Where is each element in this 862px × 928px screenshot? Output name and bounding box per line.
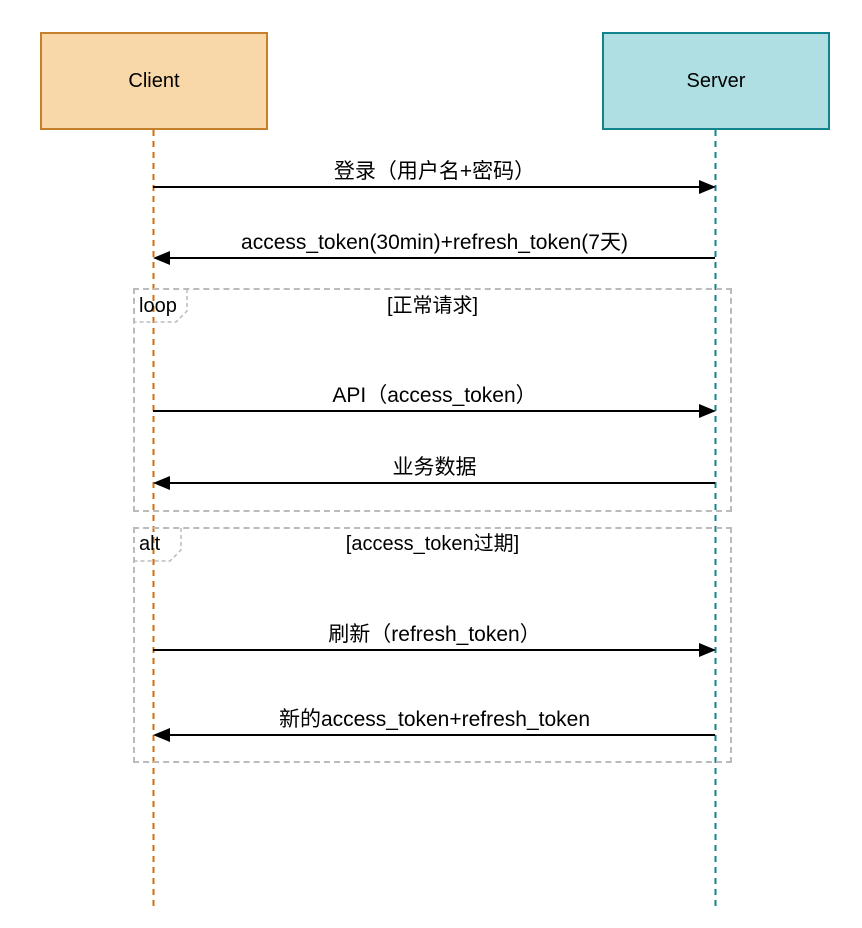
message-tokens-label: access_token(30min)+refresh_token(7天) bbox=[241, 231, 628, 254]
loop-fragment bbox=[133, 288, 732, 512]
message-new-tokens-arrow bbox=[153, 728, 715, 742]
message-business-data-arrow bbox=[153, 476, 715, 490]
message-refresh-label: 刷新（refresh_token） bbox=[328, 623, 541, 646]
alt-condition-label: [access_token过期] bbox=[345, 533, 520, 555]
alt-fragment bbox=[133, 527, 732, 763]
alt-operator-label: alt bbox=[139, 533, 161, 555]
actor-server-box: Server bbox=[602, 32, 830, 130]
loop-operator-label: loop bbox=[139, 295, 177, 317]
actor-client-box: Client bbox=[40, 32, 268, 130]
message-api-label: API（access_token） bbox=[332, 384, 537, 407]
message-login-arrow bbox=[153, 180, 716, 194]
message-login-label: 登录（用户名+密码） bbox=[333, 160, 536, 183]
message-tokens-arrow bbox=[153, 251, 715, 265]
loop-condition-label: [正常请求] bbox=[386, 295, 479, 317]
message-new-tokens-label: 新的access_token+refresh_token bbox=[278, 708, 591, 731]
message-api-arrow bbox=[153, 404, 716, 418]
loop-operator-box-outline bbox=[134, 289, 188, 323]
actor-server-label: Server bbox=[686, 69, 746, 92]
actor-client-label: Client bbox=[128, 69, 180, 92]
message-business-data-label: 业务数据 bbox=[392, 456, 477, 479]
message-refresh-arrow bbox=[153, 643, 716, 657]
alt-operator-box-outline bbox=[134, 528, 182, 562]
